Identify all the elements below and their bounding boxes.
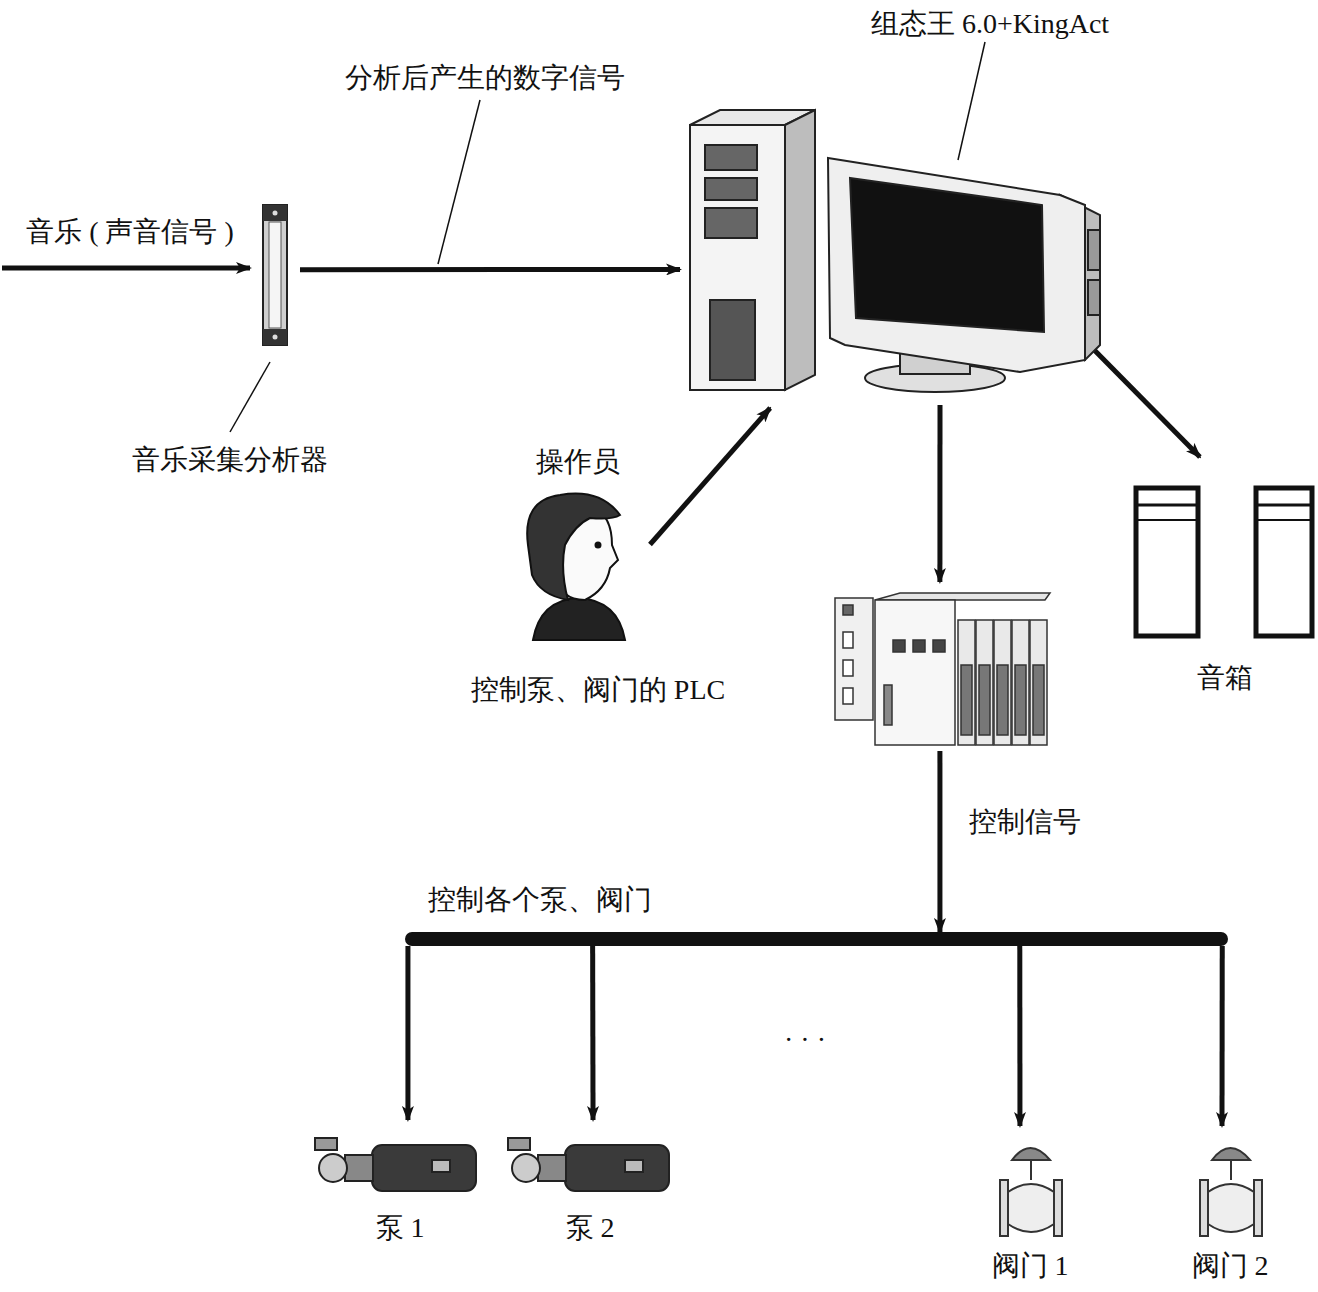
plc-rack — [835, 593, 1050, 745]
signal-arrow — [1220, 946, 1225, 1126]
analyzer-device: 音乐采集分析器 — [258, 203, 290, 348]
signal-arrow — [937, 751, 942, 932]
node-label: 组态王 6.0+KingAct — [871, 8, 1109, 40]
node-label: 操作员 — [536, 446, 620, 478]
valve: 阀门 1 — [995, 1138, 1067, 1246]
signal-arrow — [1017, 946, 1022, 1126]
node-label: 阀门 1 — [992, 1250, 1069, 1282]
valve-symbol — [1000, 1148, 1062, 1236]
speaker-box: 音箱 — [1130, 485, 1315, 640]
analyzer-device — [263, 205, 287, 345]
node-label: 控制泵、阀门的 PLC — [471, 674, 725, 706]
input-label: 音乐 ( 声音信号 ) — [26, 216, 234, 248]
input-arrow — [2, 266, 250, 271]
signal-arrow — [937, 405, 942, 582]
ellipsis-mark: · · · — [784, 1024, 826, 1056]
signal-label: 控制信号 — [966, 806, 1084, 838]
leader-line — [438, 100, 480, 264]
node-label: 泵 1 — [376, 1212, 425, 1244]
valve: 阀门 2 — [1195, 1138, 1267, 1246]
monitor — [828, 158, 1100, 392]
leader-line — [958, 42, 985, 160]
computer-station: 组态王 6.0+KingAct — [688, 110, 1105, 400]
leader-line — [230, 362, 270, 432]
control-bus: 控制各个泵、阀门 — [405, 932, 1228, 946]
signal-label: 分析后产生的数字信号 — [342, 62, 628, 94]
plc-box: 控制泵、阀门的 PLC — [832, 590, 1050, 748]
node-label: 控制各个泵、阀门 — [428, 884, 652, 916]
computer-tower — [690, 110, 815, 390]
operator-figure — [527, 494, 625, 640]
signal-arrow — [650, 408, 770, 545]
signal-arrow — [1095, 351, 1200, 457]
valve-symbol — [1200, 1148, 1262, 1236]
pump-symbol — [508, 1138, 669, 1191]
operator: 操作员 — [525, 492, 630, 642]
speaker-pair — [1136, 488, 1312, 636]
signal-arrow — [300, 267, 680, 272]
node-label: 阀门 2 — [1192, 1250, 1269, 1282]
node-label: 音箱 — [1197, 662, 1253, 694]
pump: 泵 2 — [505, 1132, 673, 1198]
signal-arrow — [590, 946, 595, 1120]
node-label: 音乐采集分析器 — [132, 444, 328, 476]
pump: 泵 1 — [312, 1132, 480, 1198]
signal-arrow — [405, 946, 410, 1120]
node-label: 泵 2 — [566, 1212, 615, 1244]
pump-symbol — [315, 1138, 476, 1191]
